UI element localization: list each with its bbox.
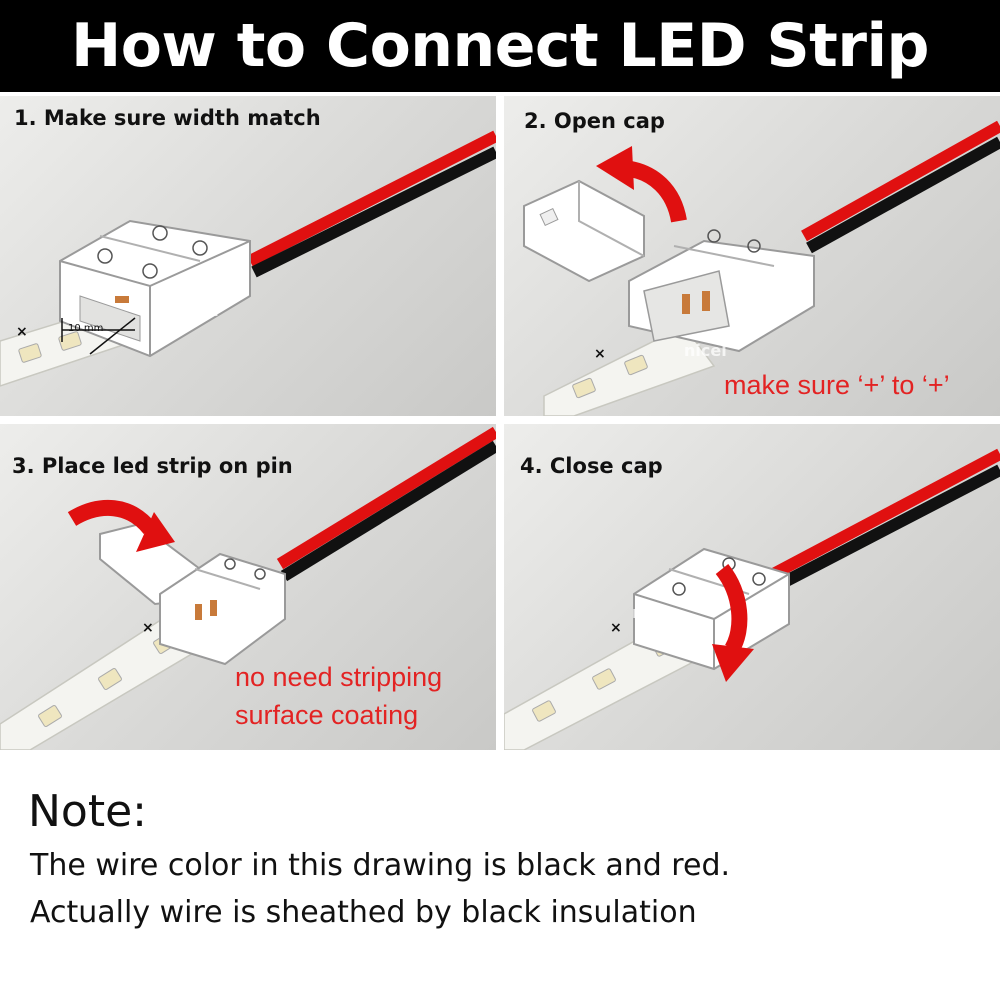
place-arrow-icon bbox=[67, 499, 175, 552]
step-1-panel: nicel 10 mm × 1. Make sure width match bbox=[0, 96, 496, 416]
marker-x: × bbox=[142, 620, 154, 636]
measure-label: 10 mm bbox=[68, 323, 103, 334]
marker-x: × bbox=[610, 620, 622, 636]
wire-black bbox=[280, 440, 496, 582]
coating-note-line-1: no need stripping bbox=[235, 662, 443, 692]
step-4-label: 4. Close cap bbox=[520, 454, 663, 478]
step-3-label: 3. Place led strip on pin bbox=[12, 454, 293, 478]
marker-x: × bbox=[16, 324, 28, 340]
step-4-illustration: nice × bbox=[504, 448, 1000, 750]
wire-black bbox=[251, 146, 496, 278]
wire-black bbox=[766, 464, 1000, 596]
step-3-panel: nic × 3. Place led strip on pin no need … bbox=[0, 424, 496, 750]
polarity-note: make sure ‘+’ to ‘+’ bbox=[724, 370, 950, 400]
open-cap bbox=[523, 179, 645, 283]
brand-mark: nic bbox=[196, 584, 219, 600]
wire-red bbox=[247, 130, 496, 267]
brand-mark: nicel bbox=[176, 301, 219, 320]
brand-mark: nicel bbox=[684, 341, 727, 360]
coating-note-line-2: surface coating bbox=[235, 700, 419, 730]
step-3-illustration: nic × bbox=[0, 426, 496, 750]
connector: nice bbox=[632, 547, 790, 671]
note-line-1: The wire color in this drawing is black … bbox=[30, 848, 731, 883]
marker-x: × bbox=[594, 346, 606, 362]
connector: nic bbox=[159, 552, 286, 666]
width-measure: 10 mm bbox=[61, 317, 136, 355]
step-2-panel: nicel × 2. Open cap make sure ‘+’ to ‘+’ bbox=[504, 96, 1000, 416]
step-1-label: 1. Make sure width match bbox=[14, 106, 321, 130]
step-4-panel: nice × 4. Close cap bbox=[504, 424, 1000, 750]
wire-red bbox=[761, 448, 1000, 585]
wire-red bbox=[801, 120, 1000, 242]
step-2-label: 2. Open cap bbox=[524, 109, 665, 133]
step-2-illustration: nicel × bbox=[523, 120, 1000, 416]
close-arrow-icon bbox=[712, 564, 754, 682]
brand-mark: nice bbox=[632, 603, 669, 622]
open-arrow-icon bbox=[596, 146, 687, 223]
wire-red bbox=[276, 426, 496, 570]
note-line-2: Actually wire is sheathed by black insul… bbox=[30, 895, 697, 930]
step-1-illustration: nicel 10 mm × bbox=[0, 130, 496, 387]
note-title: Note: bbox=[28, 786, 147, 837]
page-title: How to Connect LED Strip bbox=[0, 0, 1000, 92]
wire-black bbox=[806, 136, 1000, 254]
connector: nicel bbox=[59, 219, 251, 358]
coating-note: no need stripping surface coating bbox=[235, 658, 442, 734]
connector: nicel bbox=[628, 229, 815, 360]
